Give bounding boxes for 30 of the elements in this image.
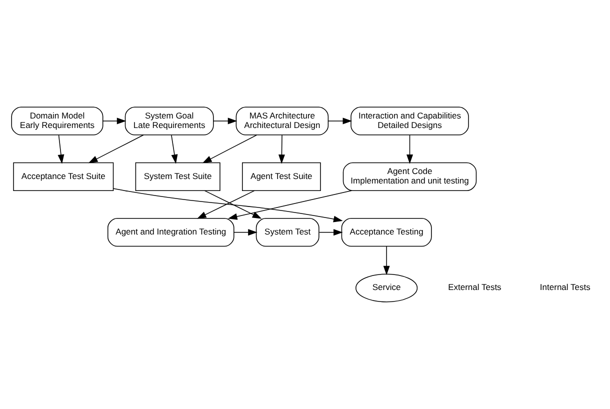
label: Internal Tests: [540, 282, 590, 292]
node-box: System Goal Late Requirements: [124, 106, 214, 136]
node-box: System Test Suite: [135, 162, 220, 191]
arrow: [328, 118, 352, 124]
arrow: [88, 134, 144, 164]
node-box: MAS Architecture Architectural Design: [236, 106, 329, 136]
arrow: [278, 134, 285, 164]
node-box: Interaction and Capabilities Detailed Designs: [350, 106, 469, 136]
arrow: [228, 190, 352, 220]
node-box: System Test: [256, 218, 320, 247]
arrow: [234, 229, 258, 236]
arrow: [112, 188, 343, 222]
arrow: [383, 246, 390, 276]
arrow: [202, 134, 258, 164]
arrow: [204, 190, 262, 219]
label: External Tests: [448, 282, 502, 292]
arrow: [196, 190, 255, 219]
arrow: [318, 229, 343, 236]
arrow: [406, 134, 413, 164]
arrow: [213, 118, 238, 124]
node-box: Domain Model Early Requirements: [11, 106, 104, 136]
node-box: Agent Test Suite: [242, 162, 321, 191]
node-box: Acceptance Testing: [341, 218, 432, 247]
arrow: [171, 134, 178, 164]
node-box: Acceptance Test Suite: [13, 162, 114, 191]
arrow: [102, 118, 126, 124]
node-ellipse: Service: [356, 274, 418, 302]
arrow: [58, 134, 64, 164]
node-box: Agent Code Implementation and unit testing: [342, 162, 477, 191]
node-box: Agent and Integration Testing: [107, 218, 234, 247]
